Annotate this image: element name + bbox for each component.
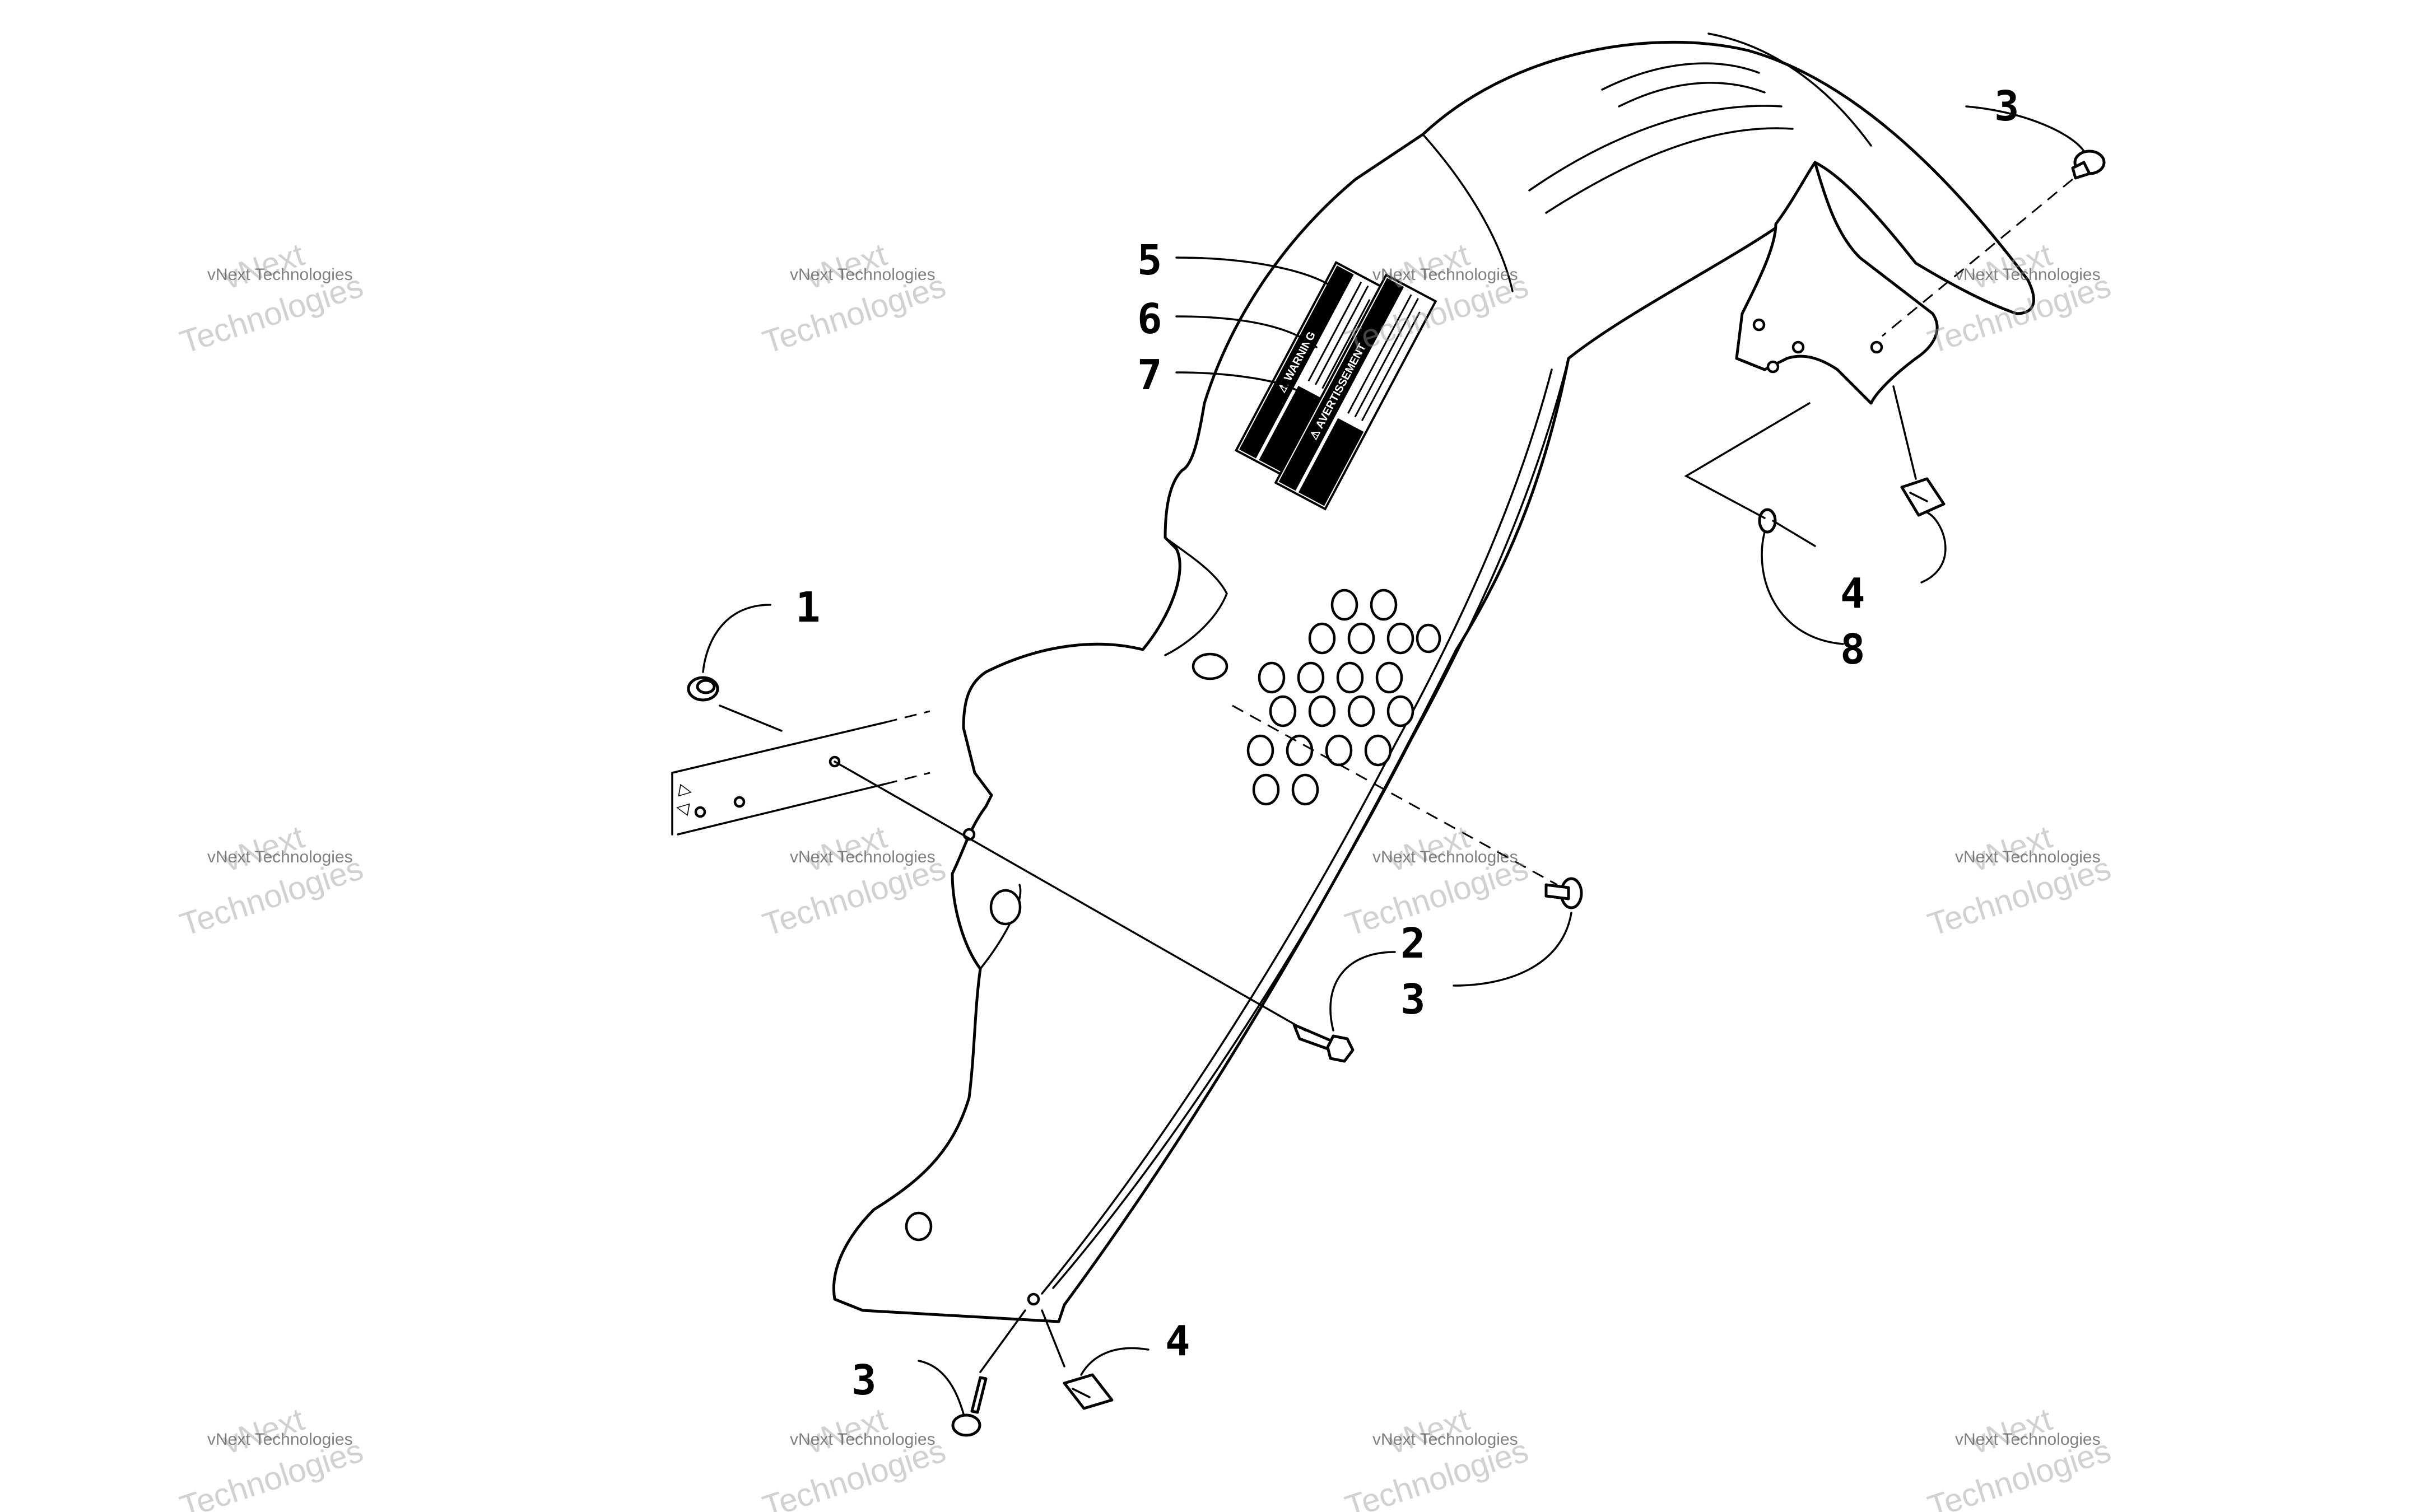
bolt-part-2 <box>1292 1023 1355 1063</box>
watermark-4-small: vNext Technologies <box>1955 265 2101 284</box>
callout-2: 2 <box>1400 920 1426 968</box>
nut-part-1 <box>687 676 719 702</box>
watermark-7: vNext Technologies vNext Technologies <box>1341 819 1533 943</box>
callout-3-middle: 3 <box>1400 976 1426 1024</box>
callout-3-bottom: 3 <box>851 1356 877 1404</box>
watermark-11: vNext Technologies vNext Technologies <box>1341 1401 1533 1512</box>
leader-lines <box>702 105 2085 1415</box>
callout-4-right: 4 <box>1840 570 1865 618</box>
screw-part-3-top <box>2071 150 2106 180</box>
watermark-12-small: vNext Technologies <box>1955 1430 2101 1449</box>
watermark-2-small: vNext Technologies <box>790 265 936 284</box>
watermark-12: vNext Technologies vNext Technologies <box>1924 1401 2115 1512</box>
speed-nut-part-4-right <box>1900 477 1946 517</box>
callout-5: 5 <box>1137 236 1162 284</box>
callout-6: 6 <box>1137 295 1162 343</box>
callout-labels: 1 2 3 3 3 4 4 5 6 7 8 <box>795 82 2019 1404</box>
frame-bracket: △ ▽ <box>671 710 930 836</box>
fender-assembly: ⚠ WARNING ⚠ AVERTISSEMENT <box>832 32 2035 1323</box>
watermark-3-small: vNext Technologies <box>1372 265 1518 284</box>
callout-1: 1 <box>795 584 821 632</box>
watermark-8-small: vNext Technologies <box>1955 848 2101 866</box>
watermark-6-small: vNext Technologies <box>790 848 936 866</box>
callout-3-top: 3 <box>1994 82 2019 130</box>
callout-7: 7 <box>1137 351 1162 399</box>
rivet-part-8 <box>1758 508 1816 547</box>
watermark-8: vNext Technologies vNext Technologies <box>1924 819 2115 943</box>
screw-part-3-bottom <box>951 1376 988 1437</box>
screw-part-3-right <box>1544 877 1583 909</box>
watermark-6: vNext Technologies vNext Technologies <box>758 819 950 943</box>
watermark-2: vNext Technologies vNext Technologies <box>758 236 950 361</box>
watermark-9: vNext Technologies vNext Technologies <box>176 1401 367 1512</box>
speed-nut-part-4-bottom <box>1063 1373 1114 1410</box>
watermark-5-small: vNext Technologies <box>207 848 353 866</box>
svg-text:△ ▽: △ ▽ <box>671 783 695 816</box>
watermark-1-small: vNext Technologies <box>207 265 353 284</box>
decal-warning: ⚠ WARNING <box>1234 261 1388 478</box>
watermark-7-small: vNext Technologies <box>1372 848 1518 866</box>
watermark-11-small: vNext Technologies <box>1372 1430 1518 1449</box>
callout-8: 8 <box>1840 626 1865 674</box>
watermark-10: vNext Technologies vNext Technologies <box>758 1401 950 1512</box>
callout-4-bottom: 4 <box>1165 1317 1190 1365</box>
watermark-10-small: vNext Technologies <box>790 1430 936 1449</box>
watermark-9-small: vNext Technologies <box>207 1430 353 1449</box>
vent-holes <box>1246 589 1441 806</box>
watermark-1: vNext Technologies vNext Technologies <box>176 236 367 361</box>
watermark-5: vNext Technologies vNext Technologies <box>176 819 367 943</box>
